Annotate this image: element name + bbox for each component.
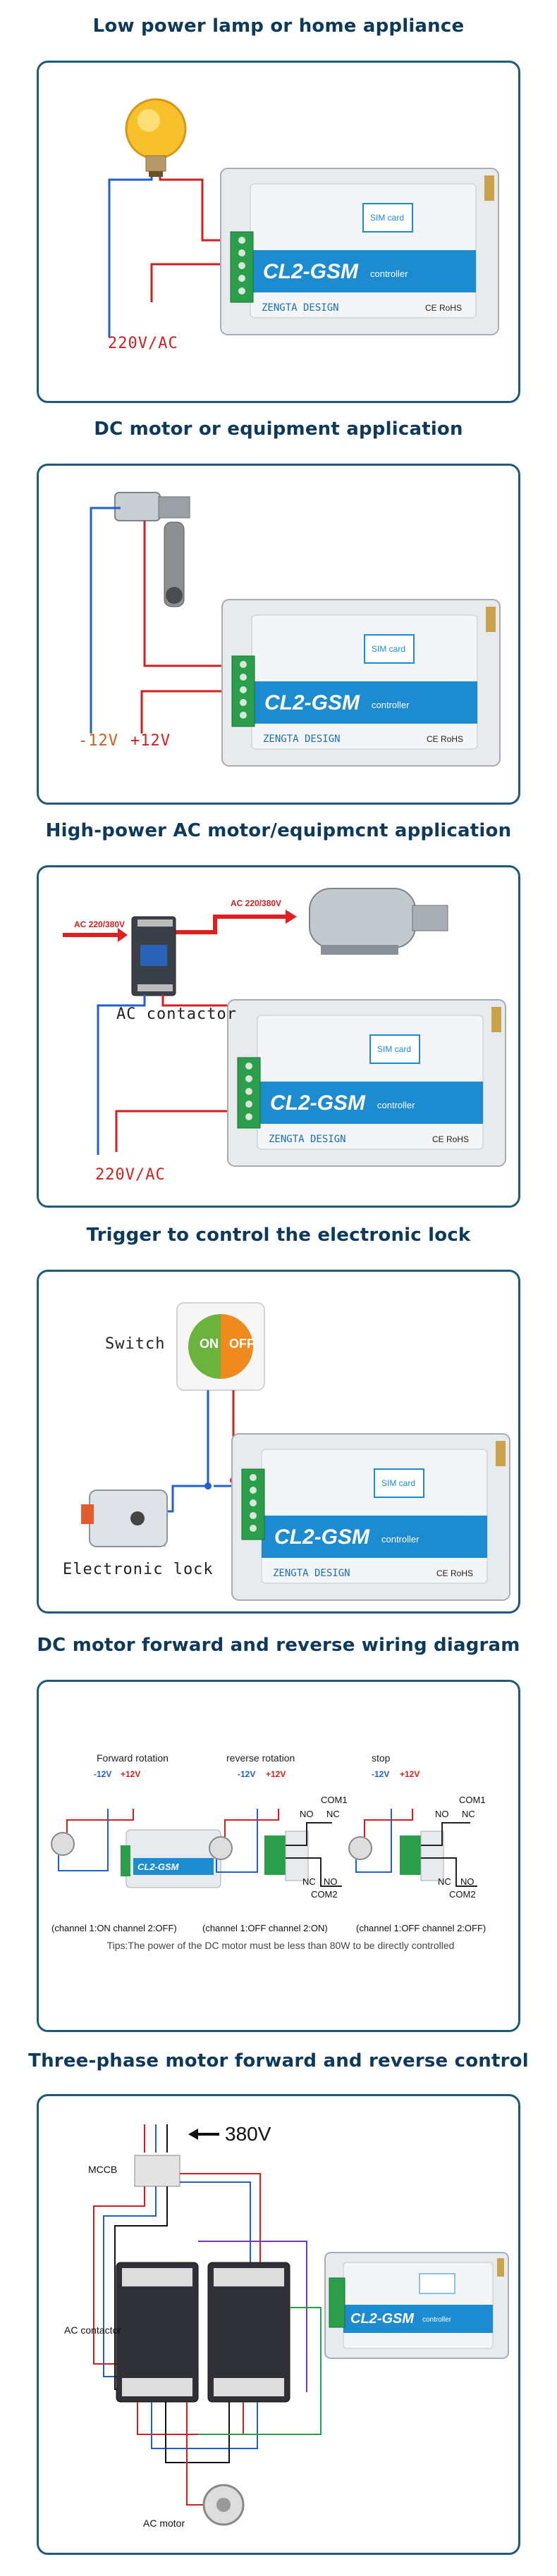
dc-motor-icon <box>114 492 190 607</box>
tip-text: Tips:The power of the DC motor must be l… <box>106 1940 455 1951</box>
d3-nc-label: NC <box>462 1809 475 1819</box>
reverse-caption: reverse rotation <box>226 1752 295 1764</box>
voltage-label: 220V/AC <box>108 335 178 352</box>
ac-motor-wiring-diagram: CL2-GSM controller SIM card ZENGTA DESIG… <box>63 888 506 1167</box>
d2-com2-label: COM2 <box>311 1889 338 1900</box>
switch-on-label: ON <box>200 1337 219 1351</box>
section-5-title: DC motor forward and reverse wiring diag… <box>37 1635 520 1656</box>
d3-no-label: NO <box>435 1809 449 1819</box>
svg-text:ZENGTA DESIGN: ZENGTA DESIGN <box>269 1134 346 1145</box>
svg-text:controller: controller <box>381 1534 420 1544</box>
panel-dc-motor: CL2-GSM controller SIM card ZENGTA DESIG… <box>37 464 520 805</box>
positive-voltage-label: +12V <box>130 732 171 750</box>
svg-text:CE RoHS: CE RoHS <box>427 734 463 744</box>
svg-text:controller: controller <box>372 700 410 710</box>
section-4-title: Trigger to control the electronic lock <box>86 1225 471 1246</box>
svg-text:SIM card: SIM card <box>370 213 404 223</box>
switch-label: Switch <box>105 1335 166 1353</box>
svg-text:CL2-GSM: CL2-GSM <box>264 691 360 714</box>
panel-electronic-lock: CL2-GSM controller SIM card ZENGTA DESIG… <box>37 1270 520 1614</box>
svg-text:CL2-GSM: CL2-GSM <box>270 1091 366 1115</box>
on-off-switch-icon <box>176 1302 265 1391</box>
panel-forward-reverse: CL2-GSM Forward rotation reverse rotatio… <box>37 1680 520 2032</box>
d3-neg-label: -12V <box>372 1769 390 1779</box>
d2-nc2-label: NC <box>302 1876 316 1887</box>
ac-contactor-2-icon <box>207 2262 290 2403</box>
section-1-title: Low power lamp or home appliance <box>92 16 465 37</box>
d2-pos-label: +12V <box>266 1769 286 1779</box>
d3-pos-label: +12V <box>400 1769 420 1779</box>
svg-text:CE RoHS: CE RoHS <box>432 1134 469 1144</box>
mccb-label: MCCB <box>88 2164 118 2175</box>
negative-voltage-label: -12V <box>78 732 118 750</box>
svg-text:ZENGTA DESIGN: ZENGTA DESIGN <box>273 1568 350 1579</box>
ac-contactor-1-icon <box>116 2262 199 2403</box>
controller-device-icon: CL2-GSM controller SIM card ZENGTA DESIG… <box>231 1433 510 1601</box>
state-2: (channel 1:OFF channel 2:ON) <box>202 1923 328 1933</box>
svg-text:CL2-GSM: CL2-GSM <box>137 1862 180 1872</box>
controller-device-icon: CL2-GSM controller SIM card ZENGTA DESIG… <box>227 999 506 1167</box>
input-voltage-label: AC 220/380V <box>74 919 126 929</box>
light-bulb-icon <box>125 98 187 177</box>
controller-device-icon: CL2-GSM controller SIM card ZENGTA DESIG… <box>220 168 499 335</box>
ac-contactor-label: AC contactor <box>64 2324 121 2336</box>
panel-lamp: CL2-GSM controller SIM card ZENGTA DESIG… <box>37 61 520 403</box>
switch-off-label: OFF <box>229 1337 255 1351</box>
mccb-icon <box>134 2155 180 2187</box>
section-2-title: DC motor or equipment application <box>94 419 463 440</box>
ac-motor-icon <box>309 888 448 955</box>
panel-three-phase: CL2-GSM controller 380V MCCB AC contacto… <box>37 2094 520 2555</box>
reverse-rotation-diagram <box>209 1809 342 1887</box>
d3-com2-label: COM2 <box>449 1889 476 1900</box>
electronic-lock-label: Electronic lock <box>63 1561 214 1578</box>
d2-no-label: NO <box>300 1809 314 1819</box>
ac-contactor-label: AC contactor <box>116 1005 237 1023</box>
state-1: (channel 1:ON channel 2:OFF) <box>51 1923 177 1933</box>
svg-text:ZENGTA DESIGN: ZENGTA DESIGN <box>262 302 339 314</box>
section-3-title: High-power AC motor/equipmcnt applicatio… <box>45 820 512 841</box>
supply-voltage-label: 380V <box>225 2123 271 2145</box>
lock-wiring-diagram: CL2-GSM controller SIM card ZENGTA DESIG… <box>81 1302 510 1601</box>
voltage-label: 220V/AC <box>95 1166 166 1184</box>
d2-nc-label: NC <box>326 1809 340 1819</box>
d2-neg-label: -12V <box>238 1769 256 1779</box>
svg-text:ZENGTA DESIGN: ZENGTA DESIGN <box>263 733 341 745</box>
output-voltage-label: AC 220/380V <box>231 898 282 908</box>
forward-reverse-diagrams: CL2-GSM <box>51 1809 477 1888</box>
dc-motor-wiring-diagram: CL2-GSM controller SIM card ZENGTA DESIG… <box>90 492 501 767</box>
controller-device-icon: CL2-GSM controller <box>324 2252 509 2359</box>
svg-text:SIM card: SIM card <box>372 644 405 654</box>
d1-neg-label: -12V <box>94 1769 112 1779</box>
controller-device-icon: CL2-GSM controller SIM card ZENGTA DESIG… <box>221 599 501 767</box>
section-6-title: Three-phase motor forward and reverse co… <box>28 2050 529 2072</box>
svg-text:CE RoHS: CE RoHS <box>436 1568 473 1578</box>
d2-no2-label: NO <box>324 1876 338 1887</box>
d1-pos-label: +12V <box>121 1769 141 1779</box>
forward-caption: Forward rotation <box>97 1752 169 1764</box>
svg-text:controller: controller <box>377 1100 415 1110</box>
svg-text:CL2-GSM: CL2-GSM <box>350 2311 415 2327</box>
panel-ac-motor: CL2-GSM controller SIM card ZENGTA DESIG… <box>37 865 520 1208</box>
ac-motor-icon <box>202 2484 245 2526</box>
electronic-lock-icon <box>81 1490 168 1547</box>
ac-motor-label: AC motor <box>143 2518 185 2529</box>
lamp-wiring-diagram: CL2-GSM controller SIM card ZENGTA DESIG… <box>108 98 499 338</box>
three-phase-diagram: CL2-GSM controller <box>93 2124 509 2526</box>
ac-contactor-icon <box>131 916 176 996</box>
stop-diagram <box>348 1809 477 1887</box>
stop-caption: stop <box>372 1752 391 1764</box>
d2-com1-label: COM1 <box>321 1795 348 1805</box>
d3-com1-label: COM1 <box>459 1795 486 1805</box>
d3-nc2-label: NC <box>438 1876 451 1887</box>
d3-no2-label: NO <box>460 1876 475 1887</box>
svg-text:controller: controller <box>370 268 408 279</box>
svg-text:SIM card: SIM card <box>381 1478 415 1488</box>
svg-text:CE RoHS: CE RoHS <box>425 303 462 313</box>
svg-text:CL2-GSM: CL2-GSM <box>263 260 359 283</box>
svg-text:CL2-GSM: CL2-GSM <box>274 1525 370 1549</box>
svg-text:controller: controller <box>422 2316 452 2324</box>
svg-text:SIM card: SIM card <box>377 1044 411 1054</box>
state-3: (channel 1:OFF channel 2:OFF) <box>356 1923 486 1933</box>
forward-rotation-diagram: CL2-GSM <box>51 1809 221 1888</box>
